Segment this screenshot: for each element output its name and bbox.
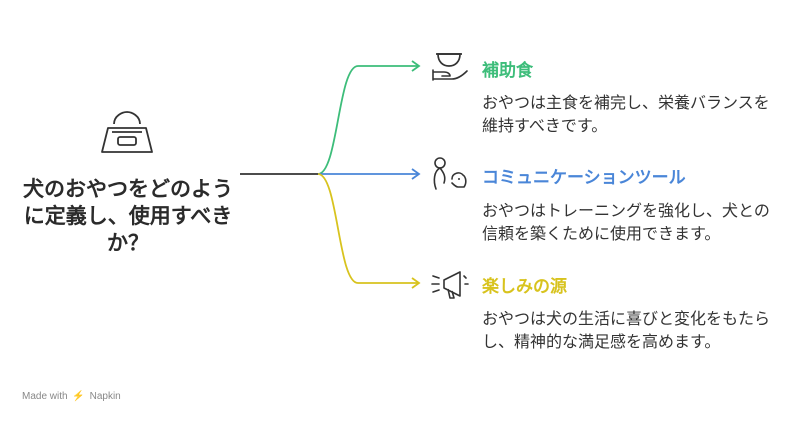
branch-desc-communication: おやつはトレーニングを強化し、犬との信頼を築くために使用できます。 [482, 201, 770, 243]
arrowhead-1 [411, 60, 421, 72]
footer-attribution: Made with ⚡ Napkin [22, 391, 121, 402]
arrowhead-2 [411, 168, 421, 180]
footer-brand: Napkin [89, 391, 121, 402]
dog-bowl-icon [101, 111, 153, 153]
megaphone-sparkle-icon [431, 271, 469, 299]
arrowhead-3 [411, 277, 421, 289]
napkin-logo-icon: ⚡ [72, 391, 85, 402]
branch-desc-enjoyment: おやつは犬の生活に喜びと変化をもたらし、精神的な満足感を高めます。 [482, 309, 771, 351]
footer-text: Made with [22, 391, 68, 402]
branch-title-communication: コミュニケーションツール [482, 168, 686, 188]
branch-title-supplement: 補助食 [482, 61, 533, 81]
hand-bowl-icon [432, 53, 468, 81]
branch-desc-supplement: おやつは主食を補完し、栄養バランスを維持すべきです。 [482, 93, 770, 135]
branch-title-enjoyment: 楽しみの源 [482, 277, 567, 297]
person-dog-icon [433, 157, 467, 190]
root-title: 犬のおやつをどのように定義し、使用すべきか？ [23, 177, 233, 255]
branch-connector-1 [317, 65, 418, 175]
branch-connector-3 [317, 173, 418, 284]
